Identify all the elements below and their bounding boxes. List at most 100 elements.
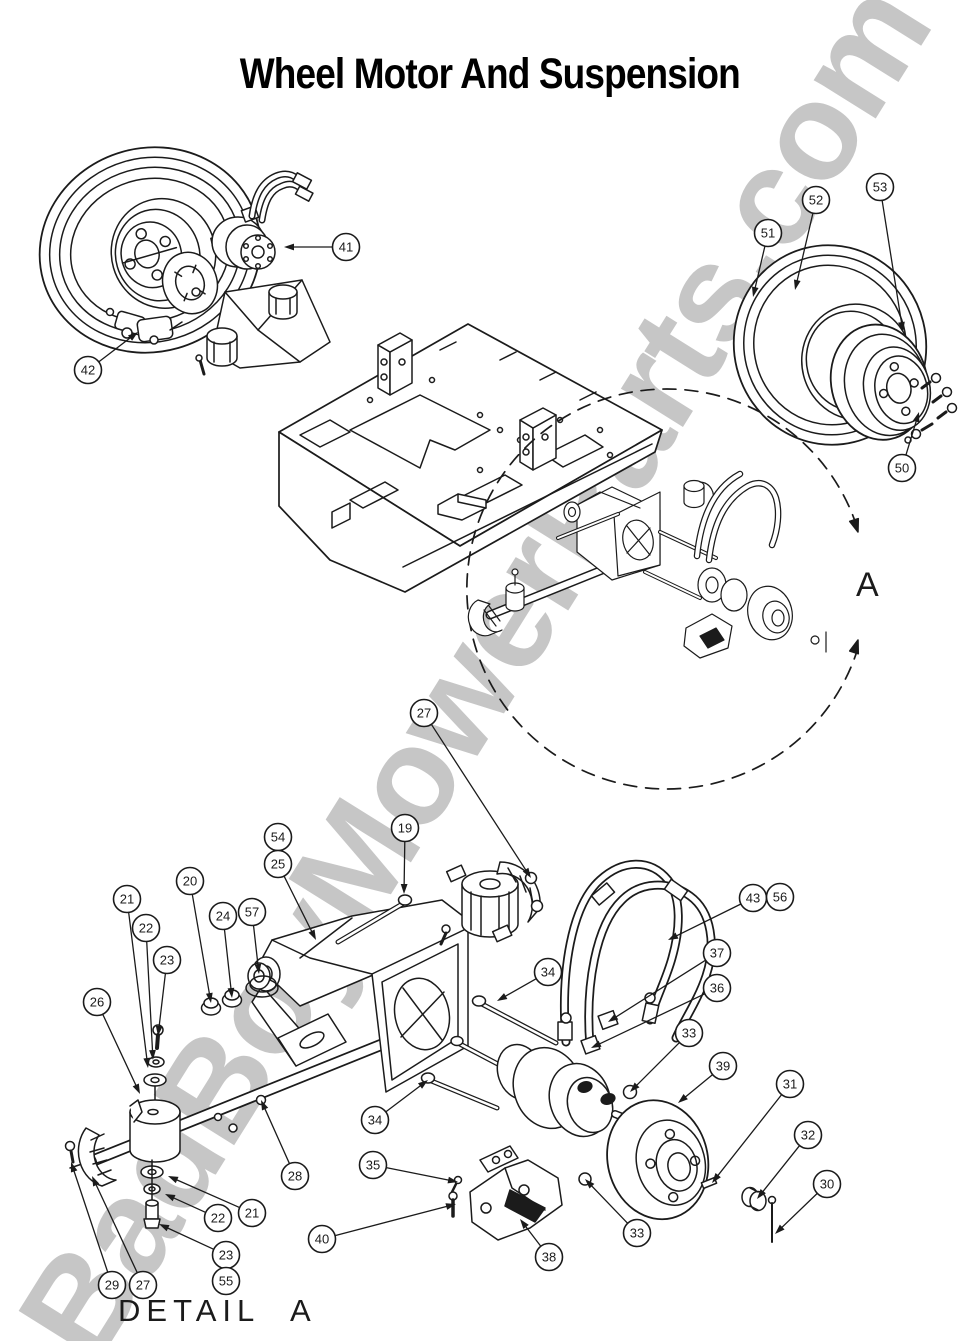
right-rim bbox=[829, 323, 932, 441]
callout-balloon bbox=[131, 913, 161, 943]
detail-view-circle bbox=[466, 388, 860, 790]
callout-number: 21 bbox=[120, 892, 134, 907]
callout-balloon bbox=[534, 1242, 564, 1272]
callout-23: 23 bbox=[152, 945, 182, 1036]
callout-40: 40 bbox=[307, 1203, 456, 1254]
callout-balloon bbox=[175, 866, 205, 896]
callout-balloon bbox=[887, 453, 917, 483]
callout-balloon bbox=[237, 1198, 267, 1228]
callout-number: 37 bbox=[710, 946, 724, 961]
callout-32: 32 bbox=[757, 1120, 823, 1199]
section-arrow-top bbox=[848, 517, 860, 533]
page-title-wrap: Wheel Motor And Suspension bbox=[0, 50, 980, 99]
bearing-ring bbox=[161, 251, 219, 315]
callout-34: 34 bbox=[360, 1080, 428, 1135]
callout-number: 23 bbox=[219, 1248, 233, 1263]
callout-number: 23 bbox=[160, 953, 174, 968]
callout-26: 26 bbox=[82, 987, 140, 1094]
detail-a-label: DETAIL A bbox=[118, 1293, 317, 1328]
callout-57: 57 bbox=[237, 897, 267, 974]
callout-27: 27 bbox=[409, 698, 531, 878]
callout-balloon bbox=[409, 698, 439, 728]
callout-41: 41 bbox=[284, 232, 361, 262]
page-title: Wheel Motor And Suspension bbox=[239, 50, 741, 98]
callout-number: 50 bbox=[895, 461, 909, 476]
left-wheel-assembly bbox=[38, 146, 331, 376]
lower-washer-stack bbox=[140, 1159, 164, 1229]
callout-number: 55 bbox=[219, 1274, 233, 1289]
callout-balloon bbox=[865, 172, 895, 202]
callout-number: 56 bbox=[773, 890, 787, 905]
callout-28: 28 bbox=[261, 1100, 310, 1191]
callout-30: 30 bbox=[775, 1169, 842, 1234]
callout-number: 30 bbox=[820, 1177, 834, 1192]
callout-number: 25 bbox=[271, 857, 285, 872]
callout-number: 35 bbox=[366, 1158, 380, 1173]
callout-21: 21 bbox=[168, 1176, 267, 1228]
callout-balloon bbox=[765, 882, 795, 912]
callout-22: 22 bbox=[165, 1194, 233, 1233]
callout-balloon bbox=[775, 1069, 805, 1099]
callout-balloon bbox=[331, 232, 361, 262]
callout-number: 42 bbox=[81, 363, 95, 378]
callout-34: 34 bbox=[497, 957, 563, 1001]
callout-51: 51 bbox=[751, 218, 783, 297]
callout-number: 31 bbox=[783, 1077, 797, 1092]
callout-balloon bbox=[73, 355, 103, 385]
callout-42: 42 bbox=[73, 332, 138, 385]
callout-number: 43 bbox=[746, 891, 760, 906]
callout-number: 52 bbox=[809, 193, 823, 208]
callout-number: 19 bbox=[398, 821, 412, 836]
callout-balloon bbox=[533, 957, 563, 987]
callout-43: 43 bbox=[668, 883, 768, 940]
callout-27: 27 bbox=[92, 1176, 158, 1300]
callout-balloon bbox=[360, 1105, 390, 1135]
callout-53: 53 bbox=[865, 172, 905, 332]
suspension-assembly-small bbox=[467, 470, 827, 659]
callout-balloon bbox=[801, 185, 831, 215]
callout-number: 57 bbox=[245, 905, 259, 920]
callout-33: 33 bbox=[630, 1018, 704, 1092]
callout-number: 22 bbox=[139, 921, 153, 936]
callout-number: 26 bbox=[90, 995, 104, 1010]
callout-39: 39 bbox=[678, 1051, 738, 1103]
motor-mount-bracket bbox=[448, 1145, 563, 1241]
suspension-assembly-detail bbox=[64, 859, 777, 1243]
callout-number: 53 bbox=[873, 180, 887, 195]
callout-balloon bbox=[674, 1018, 704, 1048]
callout-balloon bbox=[82, 987, 112, 1017]
callout-33: 33 bbox=[585, 1179, 652, 1248]
left-wheel-motor bbox=[191, 170, 314, 297]
callout-balloon bbox=[390, 813, 420, 843]
section-view-label: A bbox=[848, 564, 887, 607]
frame-deck bbox=[278, 323, 663, 593]
callout-number: 54 bbox=[271, 830, 285, 845]
callout-balloon bbox=[793, 1120, 823, 1150]
callout-36: 36 bbox=[591, 973, 732, 1048]
callout-29: 29 bbox=[70, 1162, 127, 1300]
callout-balloon bbox=[263, 849, 293, 879]
band-clamp-left bbox=[64, 1099, 238, 1187]
callout-balloon bbox=[702, 938, 732, 968]
callout-number: 34 bbox=[541, 965, 555, 980]
callout-number: 40 bbox=[315, 1232, 329, 1247]
brake-hub bbox=[606, 1099, 710, 1221]
callout-54: 54 bbox=[263, 822, 293, 852]
callout-balloon bbox=[112, 884, 142, 914]
callout-21: 21 bbox=[112, 884, 151, 1068]
callout-20: 20 bbox=[175, 866, 213, 1003]
upper-isolator-damper bbox=[445, 861, 544, 943]
callout-35: 35 bbox=[358, 1150, 458, 1184]
callout-balloon bbox=[307, 1224, 337, 1254]
callout-number: 39 bbox=[716, 1059, 730, 1074]
callout-number: 32 bbox=[801, 1128, 815, 1143]
callout-56: 56 bbox=[765, 882, 795, 912]
callout-balloon bbox=[358, 1150, 388, 1180]
deck-bent-bracket bbox=[437, 493, 487, 521]
callout-number: 29 bbox=[105, 1278, 119, 1293]
callout-balloon bbox=[280, 1161, 310, 1191]
callout-number: 33 bbox=[630, 1226, 644, 1241]
callout-balloon bbox=[128, 1270, 158, 1300]
